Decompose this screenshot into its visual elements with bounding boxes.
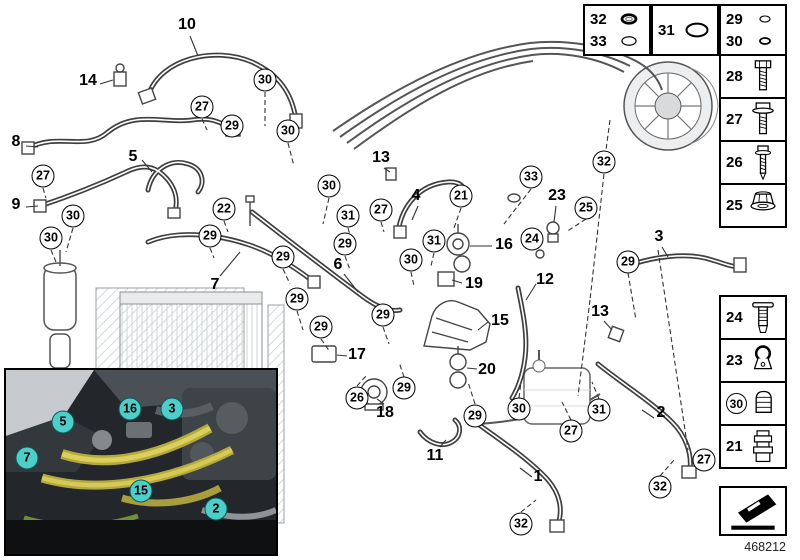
- figure-number: 468212: [744, 540, 786, 554]
- compressor-drawing: [623, 61, 719, 151]
- metal-pipes-drawing: [332, 40, 663, 425]
- leader-lines: [25, 35, 669, 478]
- expansion-tank-drawing: [523, 359, 591, 425]
- fittings-drawing: [21, 63, 747, 533]
- dashed-leader-lines: [42, 12, 689, 513]
- inset-photo-art: [6, 370, 276, 554]
- engine-bay-photo-inset: [4, 368, 278, 556]
- receiver-drier-drawing: [43, 250, 77, 369]
- refrigerant-hoses-drawing: [25, 52, 743, 527]
